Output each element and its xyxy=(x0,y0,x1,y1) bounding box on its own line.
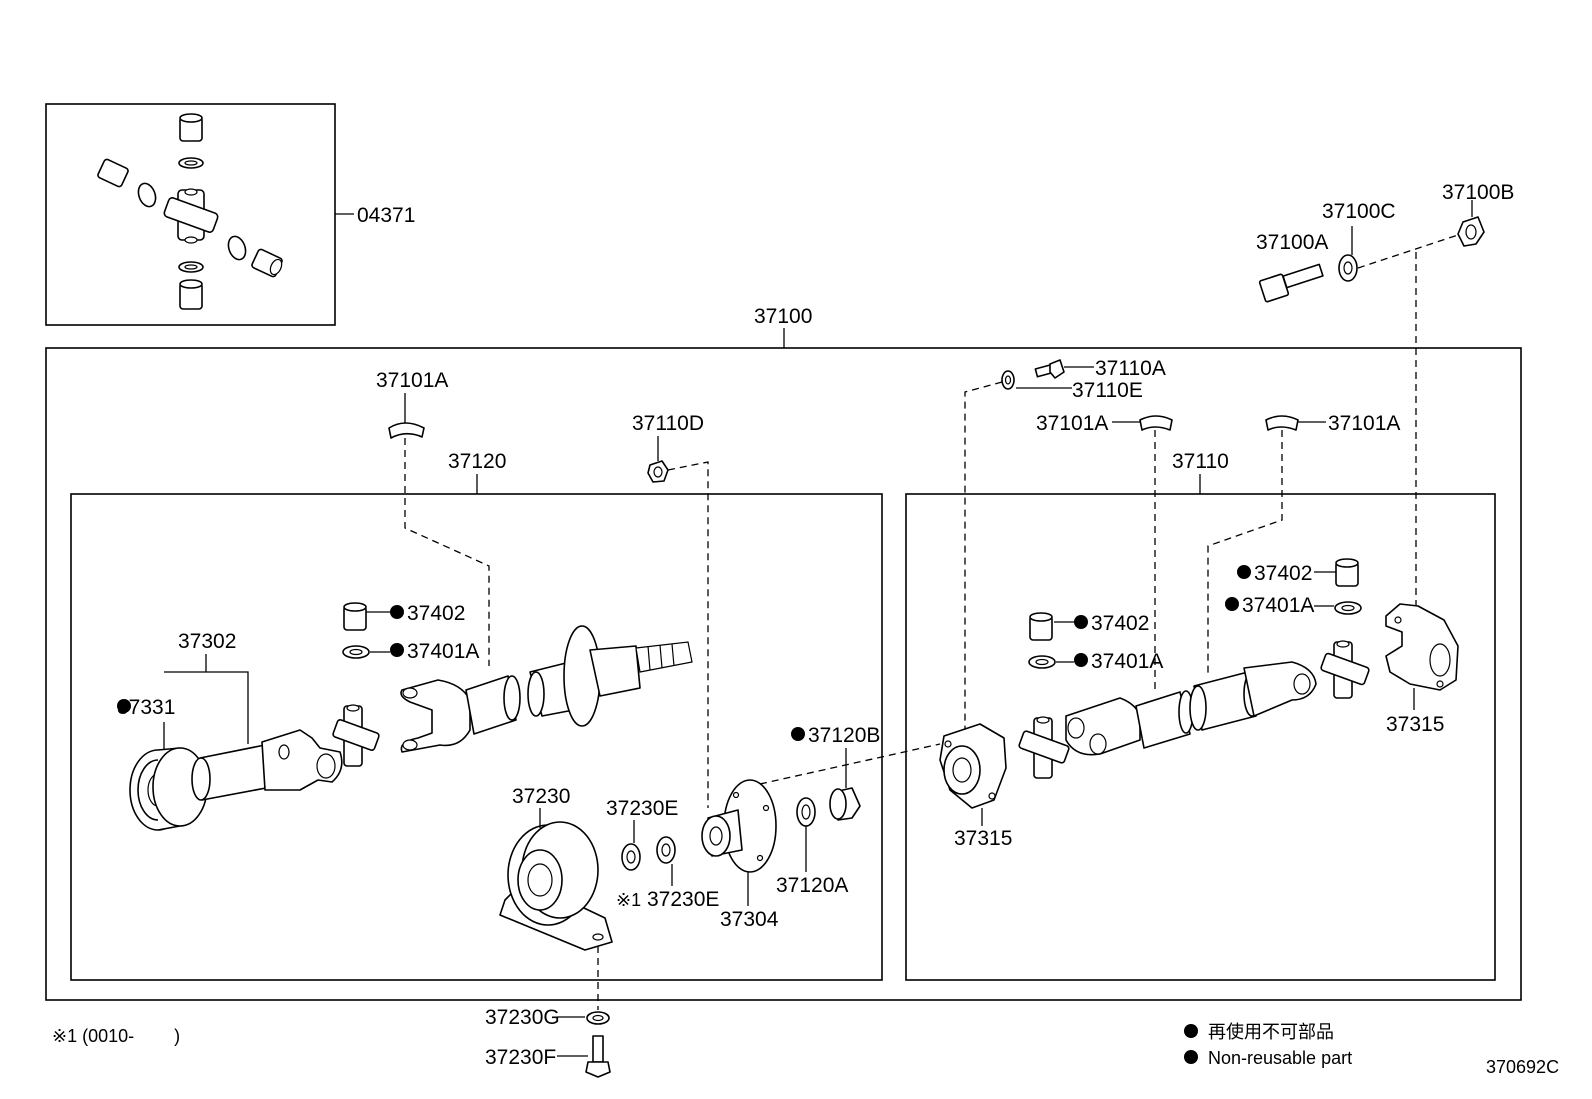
sleeve-yoke-37302 xyxy=(191,729,343,801)
label-37402-right: 37402 xyxy=(1254,562,1312,585)
label-37401a-right: 37401A xyxy=(1242,594,1314,617)
bolt-37110a xyxy=(1034,359,1065,379)
label-37401a-left: 37401A xyxy=(407,640,479,663)
label-37110e: 37110E xyxy=(1072,379,1143,402)
cup-37402-left xyxy=(343,602,367,631)
cushion-37230e-2 xyxy=(656,836,676,864)
label-37101a-right: 37101A xyxy=(1328,412,1400,435)
ujoint-kit-parts xyxy=(97,113,283,310)
label-37230f: 37230F xyxy=(485,1046,556,1069)
bolt-37100a xyxy=(1258,263,1324,303)
label-37120: 37120 xyxy=(448,450,506,473)
tube-yoke-37120 xyxy=(400,675,521,753)
label-37120a: 37120A xyxy=(776,874,848,897)
label-37401a-mid: 37401A xyxy=(1091,650,1163,673)
snapring-37401a-left xyxy=(342,645,370,659)
bolt-37230f xyxy=(585,1035,611,1078)
label-37110: 37110 xyxy=(1172,450,1229,473)
washer-37110e xyxy=(1001,370,1015,390)
washer-37120a xyxy=(796,797,816,827)
nut-37110d xyxy=(647,460,669,483)
label-37230e-2: 37230E xyxy=(647,888,719,911)
label-37101a-left: 37101A xyxy=(376,369,448,392)
legend-en: Non-reusable part xyxy=(1208,1048,1352,1068)
label-37100c: 37100C xyxy=(1322,200,1396,223)
label-37304: 37304 xyxy=(720,908,779,931)
washer-37100c xyxy=(1338,254,1358,282)
cup-37402-mid xyxy=(1029,612,1053,641)
nut-37120b xyxy=(829,787,861,821)
flange-yoke-37315-right xyxy=(1385,603,1459,691)
legend-jp: 再使用不可部品 xyxy=(1208,1022,1334,1042)
label-37302: 37302 xyxy=(178,630,236,653)
label-37230e-1: 37230E xyxy=(606,797,678,820)
clip-right xyxy=(1265,415,1299,431)
label-37110d: 37110D xyxy=(632,412,704,435)
diagram-code: 370692C xyxy=(1486,1057,1559,1077)
spider-front-left xyxy=(332,704,380,767)
footnote: ※1 (0010- ) xyxy=(52,1026,180,1046)
washer-37230g xyxy=(586,1011,610,1025)
label-37315-left: 37315 xyxy=(954,827,1012,850)
rear-shaft-tube-37110 xyxy=(1065,661,1317,756)
flange-yoke-37304 xyxy=(701,779,777,873)
spider-rear-left xyxy=(1018,716,1070,779)
label-37100b: 37100B xyxy=(1442,181,1514,204)
label-37402-left: 37402 xyxy=(407,602,465,625)
spider-rear-right xyxy=(1320,640,1370,699)
label-37100: 37100 xyxy=(754,305,812,328)
cup-37402-right xyxy=(1335,558,1359,587)
label-37100a: 37100A xyxy=(1256,231,1328,254)
label-37331: 37331 xyxy=(117,696,175,719)
nut-37100b xyxy=(1457,216,1485,247)
cushion-37230e-1 xyxy=(621,843,641,871)
label-04371: 04371 xyxy=(357,204,415,227)
shaft-flange-front xyxy=(527,625,693,727)
label-37230g: 37230G xyxy=(485,1006,560,1029)
center-bearing-37230 xyxy=(499,821,613,951)
label-37315-right: 37315 xyxy=(1386,713,1444,736)
snapring-37401a-right xyxy=(1334,601,1362,615)
clip-left xyxy=(388,422,425,439)
snapring-37401a-mid xyxy=(1028,655,1056,669)
label-37230e-2-mark: ※1 xyxy=(616,890,641,910)
label-37402-mid: 37402 xyxy=(1091,612,1149,635)
label-37120b: 37120B xyxy=(808,724,880,747)
clip-mid xyxy=(1139,415,1173,431)
label-37101a-mid: 37101A xyxy=(1036,412,1108,435)
label-37230: 37230 xyxy=(512,785,570,808)
flange-yoke-37315-left xyxy=(939,723,1007,809)
label-37110a: 37110A xyxy=(1095,357,1166,380)
